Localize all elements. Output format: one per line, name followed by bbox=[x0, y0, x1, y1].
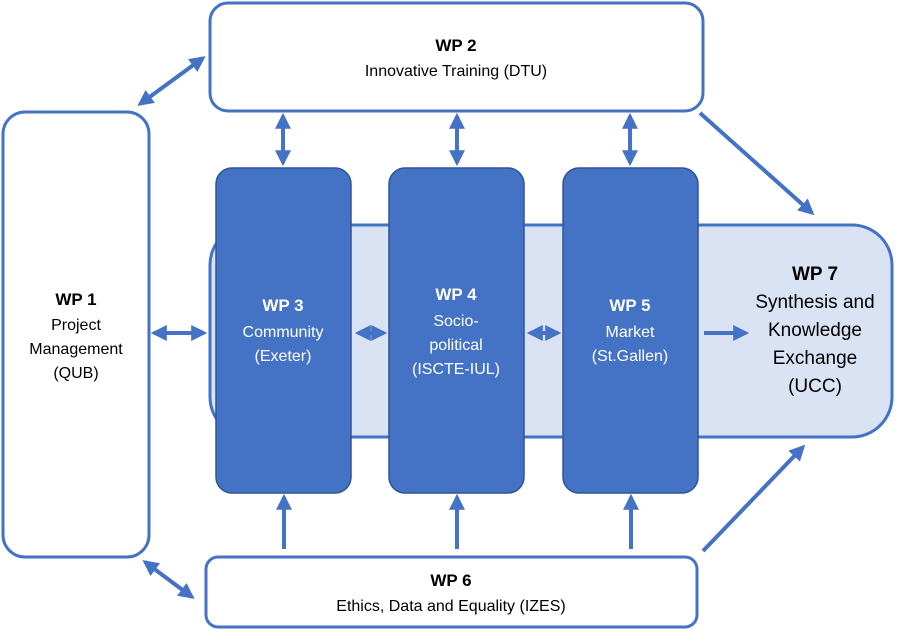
wp6-title: WP 6 bbox=[430, 571, 471, 590]
wp3-title: WP 3 bbox=[262, 296, 303, 315]
wp6-line-1: Ethics, Data and Equality (IZES) bbox=[336, 598, 565, 615]
wp4-line-3: (ISCTE-IUL) bbox=[412, 361, 500, 378]
wp1-line-3: (QUB) bbox=[53, 365, 98, 382]
wp3-label: WP 3 Community (Exeter) bbox=[243, 296, 324, 365]
wp1-title: WP 1 bbox=[55, 290, 96, 309]
wp6-label: WP 6 Ethics, Data and Equality (IZES) bbox=[336, 571, 565, 615]
wp4-line-1: Socio- bbox=[433, 313, 478, 330]
wp1-line-1: Project bbox=[51, 317, 101, 334]
wp7-line-3: Exchange bbox=[773, 348, 858, 369]
wp4-title: WP 4 bbox=[435, 285, 477, 304]
wp5-title: WP 5 bbox=[609, 296, 650, 315]
wp1-box bbox=[1, 110, 151, 559]
wp2-label: WP 2 Innovative Training (DTU) bbox=[365, 36, 547, 80]
arrow-wp1-wp2 bbox=[137, 56, 206, 106]
wp3-box bbox=[215, 167, 352, 494]
wp7-line-4: (UCC) bbox=[788, 376, 842, 397]
wp3-line-2: (Exeter) bbox=[255, 348, 312, 365]
wp2-title: WP 2 bbox=[435, 36, 476, 55]
wp7-line-2: Knowledge bbox=[768, 320, 862, 341]
wp5-label: WP 5 Market (St.Gallen) bbox=[592, 296, 668, 365]
wp3-line-1: Community bbox=[243, 324, 324, 341]
wp5-box bbox=[562, 167, 699, 494]
wp7-label: WP 7 Synthesis and Knowledge Exchange (U… bbox=[755, 264, 874, 397]
wp4-line-2: political bbox=[429, 337, 482, 354]
wp4-box bbox=[388, 167, 525, 494]
arrow-wp2-wp7 bbox=[698, 111, 815, 216]
wp5-line-2: (St.Gallen) bbox=[592, 348, 668, 365]
wp4-label: WP 4 Socio- political (ISCTE-IUL) bbox=[412, 285, 500, 378]
wp1-label: WP 1 Project Management (QUB) bbox=[29, 290, 123, 382]
wp1-line-2: Management bbox=[29, 341, 123, 358]
arrow-wp6-wp7 bbox=[701, 444, 806, 553]
wp2-box bbox=[208, 1, 705, 113]
wp7-title: WP 7 bbox=[792, 264, 838, 285]
wp7-line-1: Synthesis and bbox=[755, 292, 874, 313]
wp5-line-1: Market bbox=[606, 324, 655, 341]
wp6-box bbox=[204, 555, 699, 629]
wp2-line-1: Innovative Training (DTU) bbox=[365, 63, 547, 80]
arrow-wp1-wp6 bbox=[142, 560, 195, 599]
